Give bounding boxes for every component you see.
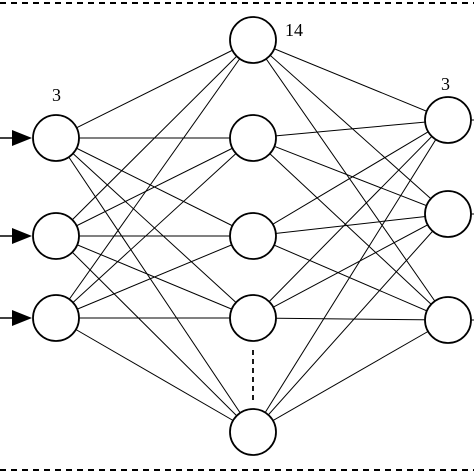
output-layer-count-label: 3 — [441, 74, 450, 94]
input-arrow-head — [12, 228, 32, 244]
connection-edge — [252, 39, 449, 321]
input-node — [32, 294, 80, 342]
network-nodes — [32, 16, 472, 456]
connection-edge — [252, 317, 449, 321]
connection-edge — [252, 39, 449, 215]
hidden-node — [229, 16, 277, 64]
connection-lines — [55, 39, 474, 433]
connection-edge — [252, 137, 449, 215]
input-node — [32, 212, 80, 260]
connection-edge — [252, 119, 449, 139]
connection-edge — [252, 213, 449, 319]
connection-edge — [252, 213, 449, 237]
hidden-layer-count-label: 14 — [285, 20, 303, 40]
connection-edge — [55, 39, 254, 237]
connection-edge — [55, 235, 254, 319]
hidden-node — [229, 408, 277, 456]
connection-edge — [252, 319, 449, 433]
output-node — [424, 96, 472, 144]
output-node — [424, 296, 472, 344]
connection-edge — [252, 235, 449, 321]
connection-edge — [55, 317, 254, 433]
hidden-node — [229, 294, 277, 342]
input-arrow-head — [12, 130, 32, 146]
input-layer-count-label: 3 — [52, 85, 61, 105]
output-node — [424, 190, 472, 238]
hidden-node — [229, 114, 277, 162]
connection-edge — [252, 213, 449, 433]
connection-edge — [55, 137, 254, 319]
connection-edge — [55, 235, 254, 433]
input-arrow-head — [12, 310, 32, 326]
connection-edge — [55, 39, 254, 319]
input-arrows — [0, 130, 32, 326]
connection-edge — [252, 119, 449, 319]
connection-edge — [252, 119, 449, 237]
hidden-node — [229, 212, 277, 260]
connection-edge — [252, 137, 449, 321]
connection-edge — [252, 119, 449, 433]
connection-edge — [252, 39, 449, 121]
connection-edge — [55, 137, 254, 237]
connection-edge — [55, 137, 254, 433]
connection-edge — [55, 39, 254, 139]
input-node — [32, 114, 80, 162]
